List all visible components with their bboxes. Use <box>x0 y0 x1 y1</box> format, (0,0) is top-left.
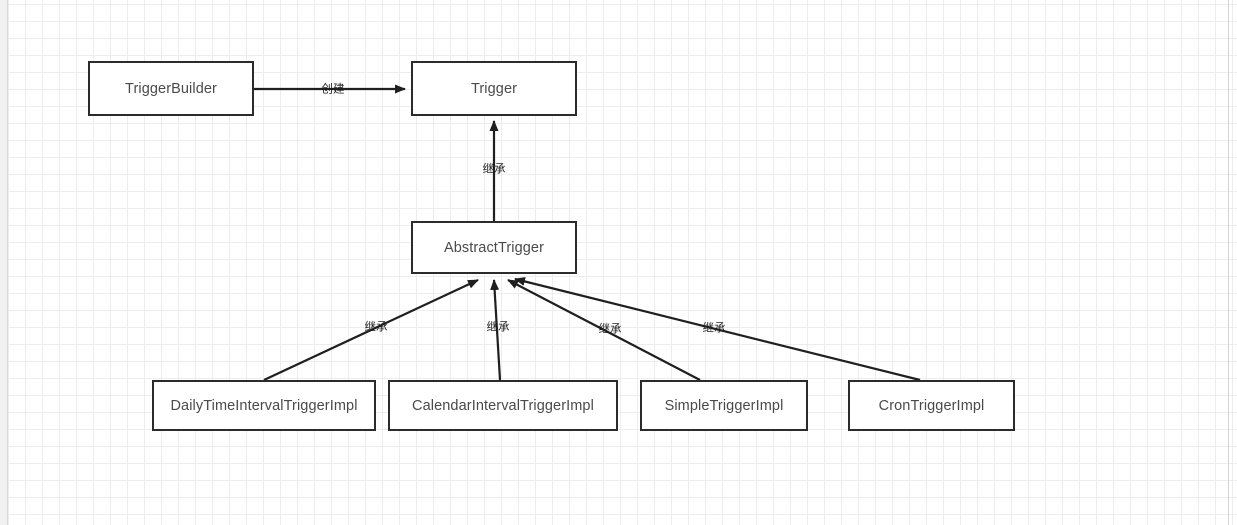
node-cron-trigger-impl[interactable]: CronTriggerImpl <box>848 380 1015 431</box>
edge-daily-extends-abstract[interactable] <box>263 279 479 381</box>
node-label: TriggerBuilder <box>125 80 217 97</box>
node-simple-trigger-impl[interactable]: SimpleTriggerImpl <box>640 380 808 431</box>
left-gutter <box>0 0 8 525</box>
edge-label-edge-daily-extends-abstract: 继承 <box>364 319 388 334</box>
edge-simple-extends-abstract[interactable] <box>507 279 701 381</box>
node-label: AbstractTrigger <box>443 239 545 256</box>
edge-calendar-extends-abstract[interactable] <box>490 279 502 381</box>
node-label: Trigger <box>470 80 518 97</box>
edge-label-edge-builder-creates-trigger: 创建 <box>321 81 345 96</box>
node-trigger-builder[interactable]: TriggerBuilder <box>88 61 254 116</box>
edge-label-edge-calendar-extends-abstract: 继承 <box>486 319 510 334</box>
node-daily-time-interval-trigger-impl[interactable]: DailyTimeIntervalTriggerImpl <box>152 380 376 431</box>
edge-label-edge-simple-extends-abstract: 继承 <box>598 321 622 336</box>
node-abstract-trigger[interactable]: AbstractTrigger <box>411 221 577 274</box>
edge-cron-extends-abstract[interactable] <box>514 277 921 382</box>
node-label: CronTriggerImpl <box>878 397 985 414</box>
node-label: SimpleTriggerImpl <box>664 397 784 414</box>
right-border-rule <box>1228 0 1229 525</box>
node-trigger[interactable]: Trigger <box>411 61 577 116</box>
node-label: CalendarIntervalTriggerImpl <box>412 397 594 414</box>
node-label: DailyTimeIntervalTriggerImpl <box>170 397 358 414</box>
edge-label-edge-cron-extends-abstract: 继承 <box>702 320 726 335</box>
edge-label-edge-abstract-extends-trigger: 继承 <box>482 161 506 176</box>
node-calendar-interval-trigger-impl[interactable]: CalendarIntervalTriggerImpl <box>388 380 618 431</box>
